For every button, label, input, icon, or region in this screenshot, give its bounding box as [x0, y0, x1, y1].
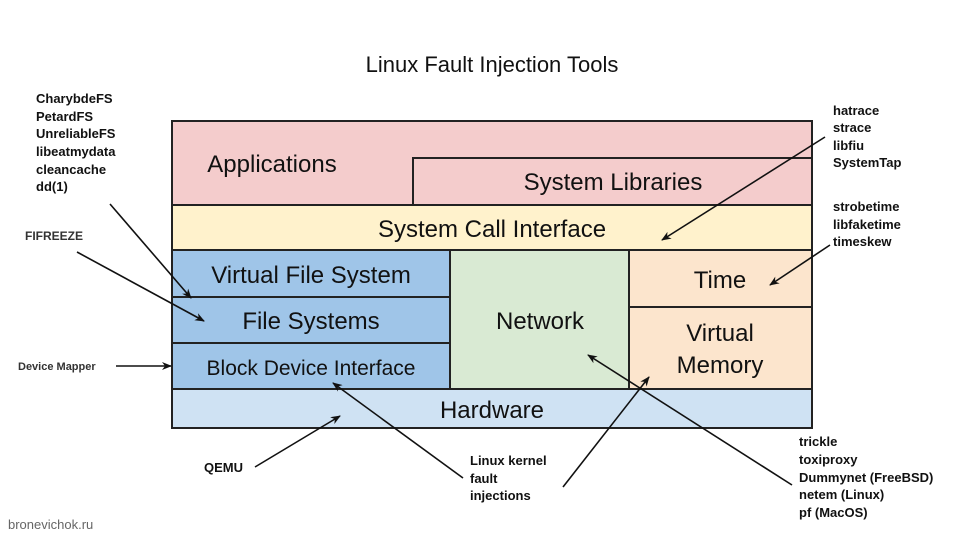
fs-label: File Systems	[242, 308, 379, 335]
hardware-label: Hardware	[440, 397, 544, 424]
tool-label: Dummynet (FreeBSD)	[799, 470, 933, 485]
tool-label: UnreliableFS	[36, 126, 116, 141]
tool-label: pf (MacOS)	[799, 505, 868, 520]
network-tools-list: trickle toxiproxy Dummynet (FreeBSD) net…	[799, 434, 933, 520]
arrow-kernel-to-block	[332, 382, 464, 479]
vfs-label: Virtual File System	[211, 262, 411, 289]
tool-label: PetardFS	[36, 109, 93, 124]
arrow-fs-tools-to-vfs	[109, 203, 192, 299]
fifreeze-label: FIFREEZE	[25, 229, 83, 243]
tool-label: libfiu	[833, 138, 864, 153]
tool-label: timeskew	[833, 234, 892, 249]
kernel-tools-list: Linux kernel fault injections	[470, 453, 547, 503]
qemu-label: QEMU	[204, 460, 243, 475]
tool-label: fault	[470, 471, 498, 486]
time-tools-list: strobetime libfaketime timeskew	[833, 199, 901, 249]
arrow-kernel-to-vm	[562, 376, 650, 488]
system-libraries-label: System Libraries	[524, 169, 703, 196]
tool-label: SystemTap	[833, 155, 901, 170]
fs-tools-list: CharybdeFS PetardFS UnreliableFS libeatm…	[36, 91, 116, 194]
layer-vfs: Virtual File System	[171, 249, 451, 298]
arrow-qemu-to-hardware	[254, 415, 341, 468]
tool-label: CharybdeFS	[36, 91, 113, 106]
applications-label: Applications	[207, 151, 336, 178]
arrow-time-tools	[769, 244, 831, 286]
tool-label: hatrace	[833, 103, 879, 118]
time-label: Time	[694, 267, 746, 294]
tool-label: cleancache	[36, 162, 106, 177]
arrow-fifreeze-to-fs	[76, 251, 205, 322]
vm-label-1: Virtual	[686, 320, 754, 347]
arrow-network-tools	[587, 354, 793, 486]
layer-virtual-memory: Virtual Memory	[628, 306, 813, 390]
vm-label-2: Memory	[677, 352, 764, 379]
layer-file-systems: File Systems	[171, 296, 451, 344]
layer-system-libraries: System Libraries	[412, 157, 813, 206]
tool-label: toxiproxy	[799, 452, 858, 467]
layer-network: Network	[449, 249, 630, 390]
layer-hardware: Hardware	[171, 388, 813, 429]
network-label: Network	[496, 308, 585, 335]
layer-time: Time	[628, 249, 813, 308]
tool-label: netem (Linux)	[799, 487, 884, 502]
tool-label: strobetime	[833, 199, 899, 214]
tool-label: libfaketime	[833, 217, 901, 232]
tool-label: injections	[470, 488, 531, 503]
syscall-label: System Call Interface	[378, 216, 606, 243]
watermark: bronevichok.ru	[8, 517, 93, 532]
layer-block-device: Block Device Interface	[171, 342, 451, 390]
device-mapper-label: Device Mapper	[18, 361, 96, 373]
tool-label: strace	[833, 120, 871, 135]
layer-syscall: System Call Interface	[171, 204, 813, 251]
block-label: Block Device Interface	[207, 357, 416, 380]
arrow-syscall-tools	[661, 136, 826, 241]
tool-label: libeatmydata	[36, 144, 116, 159]
tool-label: Linux kernel	[470, 453, 547, 468]
tool-label: trickle	[799, 434, 837, 449]
diagram-title: Linux Fault Injection Tools	[366, 52, 619, 77]
syscall-tools-list: hatrace strace libfiu SystemTap	[833, 103, 901, 170]
tool-label: dd(1)	[36, 179, 68, 194]
